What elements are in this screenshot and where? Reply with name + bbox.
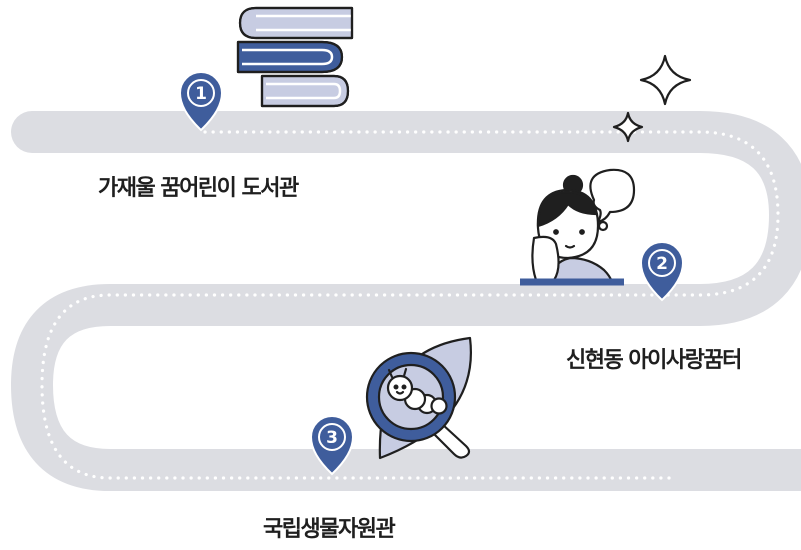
pin-number-2: 2: [656, 254, 668, 274]
map-pin-2: 2: [639, 241, 685, 302]
map-pin-1: 1: [178, 71, 224, 132]
magnifier-caterpillar-icon: [365, 336, 472, 460]
map-pin-3: 3: [309, 415, 355, 476]
book-stack-icon: [236, 6, 354, 108]
sparkle-small-icon: [612, 111, 644, 143]
pin-number-1: 1: [195, 84, 207, 104]
stop-label-3: 국립생물자원관: [263, 517, 396, 542]
road-path: [11, 111, 801, 491]
stop-label-2: 신현동 아이사랑꿈터: [566, 348, 742, 373]
sparkle-icon: [639, 54, 692, 106]
pin-number-3: 3: [326, 428, 338, 448]
stop-label-1: 가재울 꿈어린이 도서관: [98, 176, 299, 201]
thinking-child-icon: [520, 168, 636, 286]
